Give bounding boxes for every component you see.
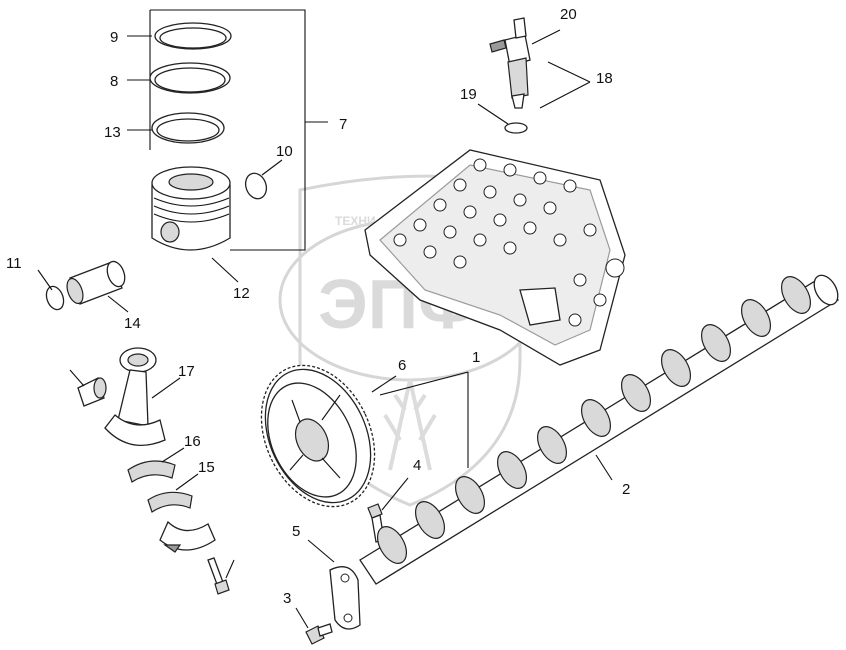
callout-13: 13 — [104, 124, 121, 141]
connecting-rod-bolt — [207, 557, 230, 595]
piston — [151, 166, 231, 251]
callout-18: 18 — [596, 70, 613, 87]
thrust-plate-bolt — [305, 623, 333, 645]
callout-2: 2 — [622, 481, 630, 498]
callout-7: 7 — [339, 116, 347, 133]
connecting-rod-bushing — [77, 377, 107, 407]
piston-ring-second — [149, 62, 231, 94]
bearing-shell-upper — [127, 460, 176, 483]
connecting-rod-cap — [159, 520, 216, 553]
camshaft — [359, 274, 839, 585]
callout-19: 19 — [460, 86, 477, 103]
piston-pin — [66, 260, 126, 305]
piston-pin-retainer-left — [45, 285, 65, 311]
piston-ring-oil — [151, 112, 225, 144]
watermark-wheat-icon — [383, 379, 437, 471]
callout-11: 11 — [6, 255, 22, 272]
callout-12: 12 — [233, 285, 250, 302]
callout-9: 9 — [110, 29, 118, 46]
piston-pin-retainer-right — [244, 172, 268, 200]
injector-seal-washer — [504, 122, 528, 134]
connecting-rod — [104, 347, 166, 446]
cylinder-head — [364, 149, 626, 366]
callout-15: 15 — [198, 459, 215, 476]
camshaft-assembly-bracket — [379, 371, 469, 468]
piston-ring-top — [154, 22, 232, 50]
camshaft-gear — [260, 364, 376, 508]
callout-8: 8 — [110, 73, 118, 90]
fuel-injector — [489, 17, 531, 109]
callout-3: 3 — [283, 590, 291, 607]
callout-5: 5 — [292, 523, 300, 540]
callout-labels: 1 2 3 4 5 6 7 8 9 10 11 12 13 14 15 16 1… — [6, 6, 630, 607]
callout-20: 20 — [560, 6, 577, 23]
callout-16: 16 — [184, 433, 201, 450]
bearing-shell-lower — [147, 491, 193, 513]
leader-lines — [37, 29, 613, 629]
callout-14: 14 — [124, 315, 141, 332]
watermark-banner-text: ТЕХНИ — [335, 214, 376, 228]
callout-4: 4 — [413, 457, 421, 474]
callout-1: 1 — [472, 349, 480, 366]
callout-17: 17 — [178, 363, 195, 380]
camshaft-thrust-plate — [329, 566, 361, 630]
callout-10: 10 — [276, 143, 293, 160]
callout-6: 6 — [398, 357, 406, 374]
